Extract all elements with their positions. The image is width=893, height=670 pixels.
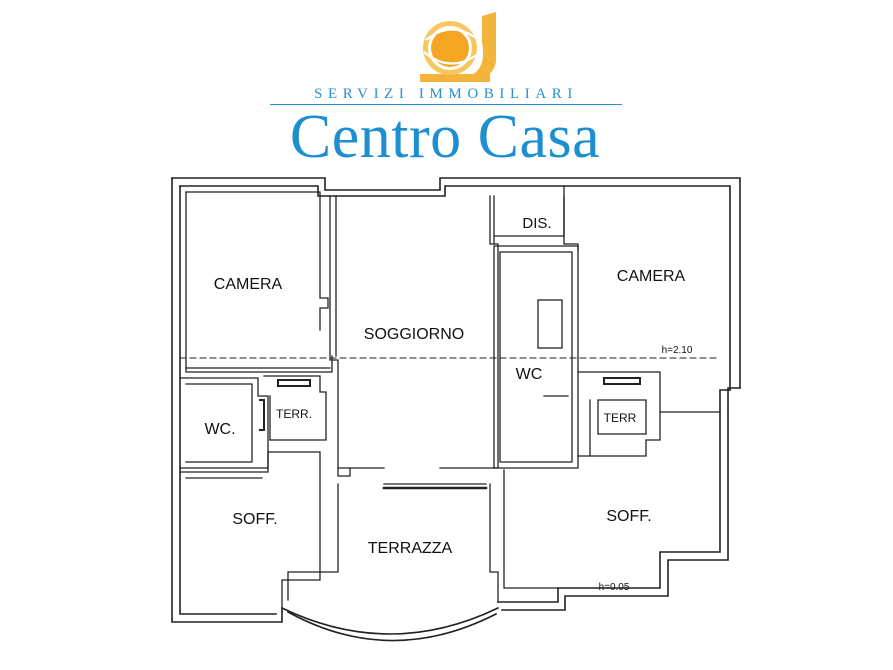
wall-soff-left	[179, 451, 321, 609]
wall-soggiorno	[329, 195, 499, 490]
brand-name: Centro Casa	[289, 103, 601, 171]
label-dis: DIS.	[522, 215, 551, 232]
label-soggiorno: SOGGIORNO	[364, 326, 464, 343]
label-soff-right: SOFF.	[606, 508, 651, 525]
label-height-lower: h=0.05	[599, 582, 630, 593]
wall-soff-right	[503, 411, 721, 589]
wall-wc-left	[179, 377, 269, 469]
label-terrazza: TERRAZZA	[368, 540, 453, 557]
label-wc-right: WC	[516, 366, 543, 383]
label-camera-right: CAMERA	[617, 268, 686, 285]
wall-camera-left	[185, 191, 333, 373]
wall-terrazza	[287, 483, 499, 603]
outer-walls	[171, 177, 741, 642]
label-height-upper: h=2.10	[662, 345, 693, 356]
wall-wc-right	[493, 245, 579, 469]
label-terr-right: TERR	[604, 411, 637, 425]
label-camera-left: CAMERA	[214, 276, 283, 293]
sun-swirl-icon	[420, 12, 496, 82]
wall-terr-right	[577, 371, 661, 457]
label-soff-left: SOFF.	[232, 511, 277, 528]
room-labels: CAMERA SOGGIORNO DIS. CAMERA WC. TERR. W…	[204, 215, 692, 593]
tagline: SERVIZI IMMOBILIARI	[270, 86, 622, 105]
wall-terr-left	[263, 375, 327, 441]
logo-header: SERVIZI IMMOBILIARI Centro Casa	[0, 0, 893, 172]
label-wc-left: WC.	[204, 421, 235, 438]
label-terr-left: TERR.	[276, 407, 312, 421]
